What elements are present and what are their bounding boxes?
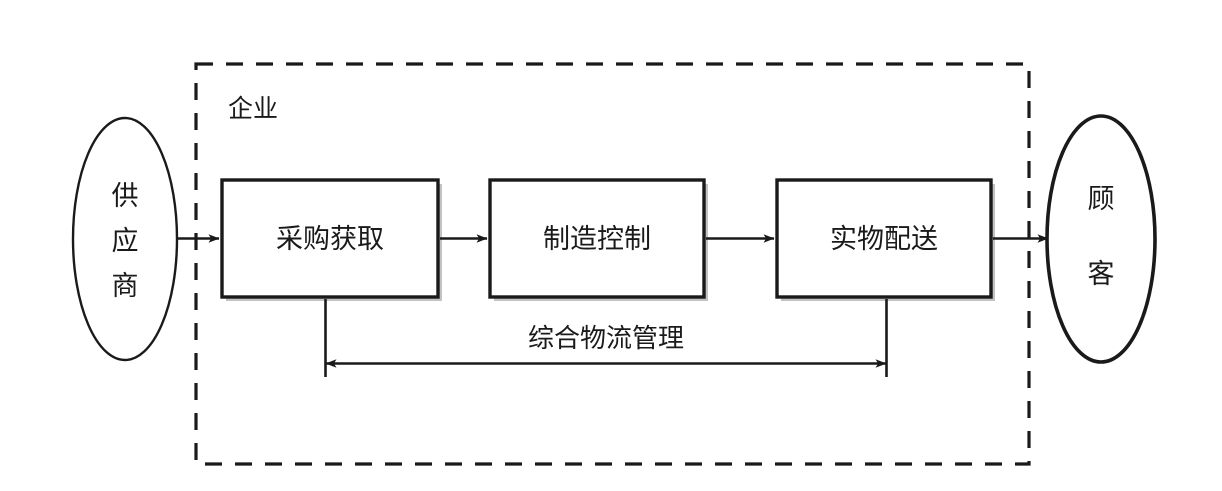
- customer-char-2: 客: [1088, 259, 1115, 289]
- manufacturing-label: 制造控制: [543, 224, 651, 254]
- entity-supplier: [71, 116, 179, 362]
- supplier-char-3: 商: [112, 271, 139, 301]
- integrated-logistics-label: 综合物流管理: [528, 324, 684, 353]
- process-box-procurement: [220, 178, 442, 301]
- enterprise-boundary: [194, 62, 1031, 466]
- entity-customer: [1045, 114, 1157, 364]
- procurement-label: 采购获取: [276, 224, 384, 254]
- customer-ellipse: [1045, 114, 1157, 364]
- integrated-logistics-connector: [324, 299, 888, 377]
- enterprise-boundary-rect: [194, 62, 1031, 466]
- supplier-ellipse: [71, 116, 179, 362]
- supplier-char-2: 应: [112, 226, 139, 256]
- distribution-label: 实物配送: [830, 224, 938, 254]
- manufacturing-box: [488, 178, 706, 299]
- procurement-box: [220, 178, 440, 299]
- distribution-box: [775, 178, 993, 299]
- supplier-char-1: 供: [112, 181, 139, 211]
- process-box-distribution: [775, 178, 995, 301]
- enterprise-label: 企业: [228, 95, 278, 123]
- process-box-manufacturing: [488, 178, 708, 301]
- customer-char-1: 顾: [1088, 184, 1115, 214]
